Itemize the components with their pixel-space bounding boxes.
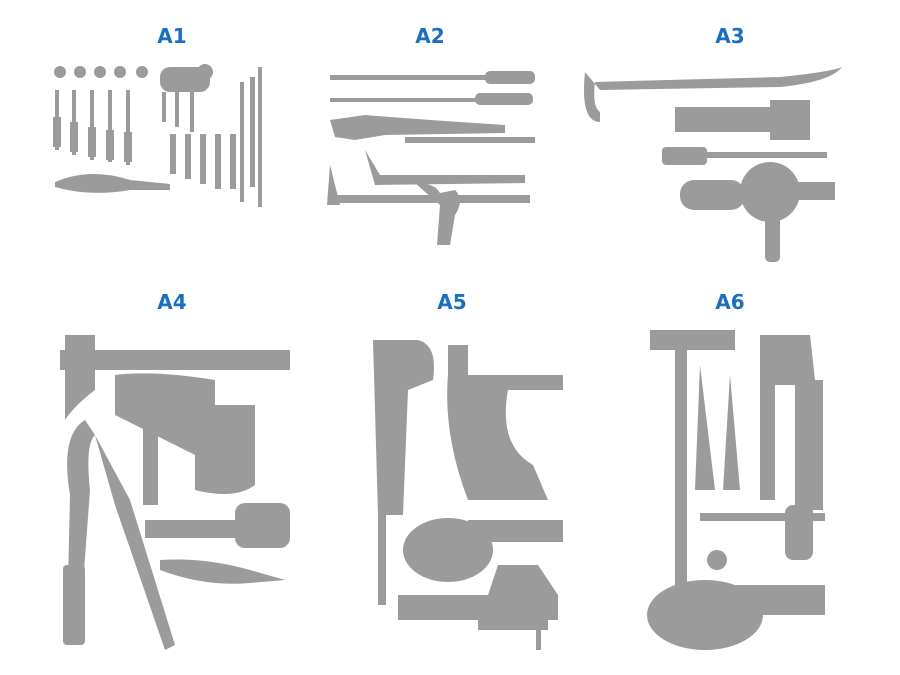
tool-set-a4-image <box>60 335 290 650</box>
panel-label-a3: A3 <box>715 24 745 48</box>
tool-set-a6-image <box>647 330 825 650</box>
tool-set-a1-image <box>53 64 262 207</box>
panel-label-a4: A4 <box>157 290 187 314</box>
panel-label-a1: A1 <box>157 24 187 48</box>
tool-set-a2-image <box>327 71 535 245</box>
panel-label-a5: A5 <box>437 290 467 314</box>
tool-set-a5-image <box>373 340 563 650</box>
tool-set-a3-image <box>584 67 842 262</box>
panel-label-a2: A2 <box>415 24 445 48</box>
panel-label-a6: A6 <box>715 290 745 314</box>
